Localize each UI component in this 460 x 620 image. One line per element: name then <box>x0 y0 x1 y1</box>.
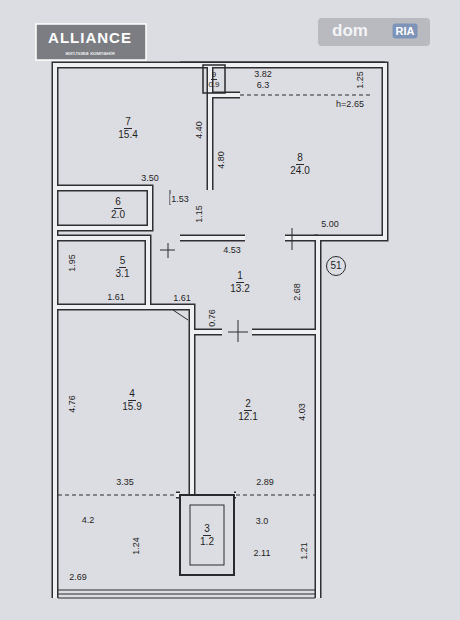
dimension-label: 1.53 <box>170 194 190 204</box>
dimension-label: 4.76 <box>67 394 77 414</box>
dimension-label: 2.11 <box>253 548 272 558</box>
brand-tagline: житлова компанія <box>64 50 116 57</box>
walls <box>55 65 385 598</box>
callout-circle: 51 <box>326 256 346 276</box>
wall <box>192 329 318 336</box>
logo-box <box>36 24 146 60</box>
watermark: dom <box>331 22 369 40</box>
room-area: 13.2 <box>229 283 250 295</box>
room-area: 12.1 <box>237 411 258 423</box>
room-area: 1.2 <box>199 536 215 548</box>
room-area: 0.9 <box>207 80 220 89</box>
room-number: 9 <box>211 70 217 80</box>
room: 212.1 <box>205 345 291 475</box>
dimension-label: 2.69 <box>68 572 88 582</box>
dimension-label: 5.00 <box>320 219 340 229</box>
dimension-label: 1.21 <box>299 541 309 561</box>
wall <box>55 188 150 228</box>
room-number: 2 <box>244 398 252 411</box>
brand-logo: ALLIANCE <box>47 30 133 46</box>
wall-fill <box>180 236 318 240</box>
dimension-label: 1.25 <box>355 70 365 90</box>
room-number: 7 <box>124 116 132 129</box>
dimension-label: 4.53 <box>222 245 242 255</box>
dimension-label: 1.15 <box>194 204 204 224</box>
room-area: 15.9 <box>121 401 142 413</box>
room-number: 3 <box>203 523 211 536</box>
dimension-label: 4.03 <box>297 402 307 422</box>
dimension-label: 1.24 <box>131 536 141 556</box>
wall-fill <box>55 307 192 495</box>
room: 62.0 <box>90 192 146 225</box>
dimension-label: 1.61 <box>106 292 126 302</box>
room: 53.1 <box>100 243 145 291</box>
room-number: 5 <box>119 255 127 268</box>
dimension-label: 3.82 <box>253 69 273 79</box>
logo-box <box>318 18 430 46</box>
dimension-label: 3.0 <box>255 516 270 526</box>
dimension-label: 4.40 <box>194 120 204 140</box>
dimension-label: 6.3 <box>256 80 271 90</box>
room-area: 3.1 <box>115 268 131 280</box>
wall-fill <box>55 65 385 598</box>
dimension-label: 3.35 <box>115 477 135 487</box>
room-number: 1 <box>236 270 244 283</box>
room: 113.2 <box>200 262 280 302</box>
dimension-label: 1.61 <box>172 293 192 303</box>
room: 90.9 <box>203 66 225 92</box>
room-area: 2.0 <box>110 209 126 221</box>
room-area: 15.4 <box>117 129 138 141</box>
room: 415.9 <box>84 330 180 470</box>
wall-fill <box>55 238 148 305</box>
dimension-label: 2.68 <box>292 282 302 302</box>
room: 715.4 <box>62 78 194 178</box>
room-number: 51 <box>329 260 342 272</box>
room-number: 4 <box>128 388 136 401</box>
wall <box>55 307 192 495</box>
dimension-label: 4.80 <box>216 150 226 170</box>
thin-lines <box>58 62 385 598</box>
dimension-label: h=2.65 <box>335 99 365 109</box>
wall-fill <box>55 188 150 228</box>
room-number: 8 <box>296 152 304 165</box>
room: 824.0 <box>230 102 370 226</box>
room-area: 24.0 <box>289 165 310 177</box>
wall <box>55 238 148 305</box>
wall-fill <box>192 330 318 334</box>
watermark: RIA <box>393 24 418 39</box>
room: 31.2 <box>184 500 230 570</box>
dimension-label: 3.50 <box>140 173 160 183</box>
dimension-label: 1.95 <box>67 253 77 273</box>
room-number: 6 <box>114 196 122 209</box>
wall <box>55 65 385 598</box>
dimension-label: 0.76 <box>207 308 217 328</box>
dimension-label: 4.2 <box>81 515 96 525</box>
dimension-label: 2.89 <box>255 477 275 487</box>
wall <box>180 235 318 242</box>
